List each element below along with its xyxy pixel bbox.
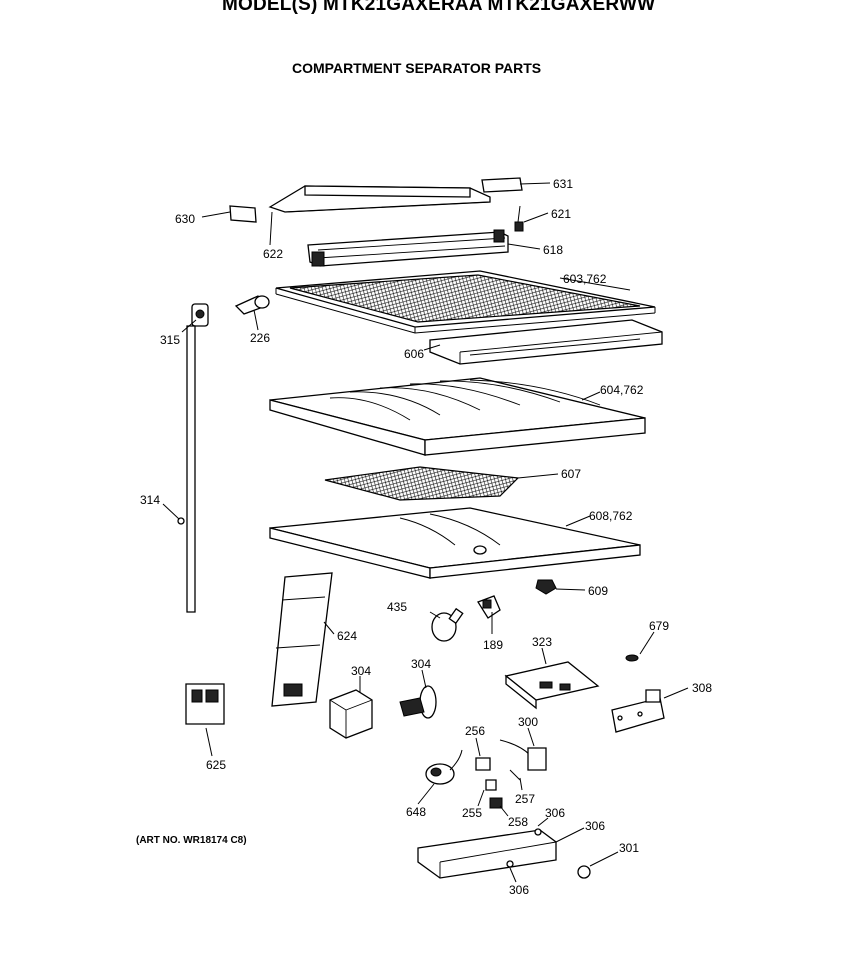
label-255: 255 (462, 806, 483, 820)
label-609: 609 (588, 584, 609, 598)
label-308: 308 (692, 681, 713, 695)
label-306-lower: 306 (509, 883, 530, 897)
part-189-socket (478, 596, 500, 618)
part-604-separator (270, 378, 645, 455)
art-number: (ART NO. WR18174 C8) (136, 835, 247, 846)
part-304-fan (400, 686, 436, 718)
part-625-box (186, 684, 224, 724)
part-256-switch (476, 758, 490, 770)
part-607-mesh (325, 467, 518, 500)
label-624: 624 (337, 629, 358, 643)
label-630: 630 (175, 212, 196, 226)
part-603-shelf (276, 271, 655, 333)
label-618: 618 (543, 243, 564, 257)
label-315: 315 (160, 333, 181, 347)
label-603: 603,762 (563, 272, 607, 286)
label-622: 622 (263, 247, 284, 261)
part-618-rail (308, 230, 508, 266)
label-625: 625 (206, 758, 227, 772)
label-606: 606 (404, 347, 425, 361)
part-258-part (490, 798, 502, 808)
part-648-motor (426, 750, 462, 784)
part-621-thermistor (515, 206, 523, 231)
model-header: MODEL(S) MTK21GAXERAA MTK21GAXERWW (222, 0, 656, 15)
part-226-knob (236, 296, 269, 314)
label-304-block: 304 (351, 664, 372, 678)
part-435-bulb (432, 609, 463, 641)
part-300-harness (500, 740, 546, 770)
part-308-bracket (612, 690, 664, 732)
label-679: 679 (649, 619, 670, 633)
label-435: 435 (387, 600, 408, 614)
label-607: 607 (561, 467, 582, 481)
part-630-clip (230, 206, 256, 222)
part-624-duct (272, 573, 332, 706)
part-306-bracket (418, 829, 556, 878)
label-314: 314 (140, 493, 161, 507)
part-304-block (330, 690, 372, 738)
label-323: 323 (532, 635, 553, 649)
part-622-cover (270, 186, 490, 212)
label-648: 648 (406, 805, 427, 819)
part-609-clip (536, 580, 556, 594)
label-306-right: 306 (585, 819, 606, 833)
label-301: 301 (619, 841, 640, 855)
part-314-rod (178, 326, 195, 612)
label-621: 621 (551, 207, 572, 221)
label-226: 226 (250, 331, 271, 345)
part-257-wire (510, 770, 520, 780)
label-306-upper: 306 (545, 806, 566, 820)
label-300: 300 (518, 715, 539, 729)
label-189: 189 (483, 638, 504, 652)
label-608: 608,762 (589, 509, 633, 523)
part-631-clip (482, 178, 522, 192)
part-255-part (486, 780, 496, 790)
diagram-title: COMPARTMENT SEPARATOR PARTS (292, 60, 542, 76)
part-608-separator (270, 508, 640, 578)
label-258: 258 (508, 815, 529, 829)
label-256: 256 (465, 724, 486, 738)
label-257: 257 (515, 792, 536, 806)
leader-lines (163, 183, 688, 882)
label-604: 604,762 (600, 383, 644, 397)
label-304-fan: 304 (411, 657, 432, 671)
part-315-bracket (192, 304, 208, 326)
part-301-knob (578, 866, 590, 878)
label-631: 631 (553, 177, 574, 191)
part-323-control (506, 662, 598, 708)
part-606-trim (430, 320, 662, 364)
part-679-screw (626, 655, 638, 661)
